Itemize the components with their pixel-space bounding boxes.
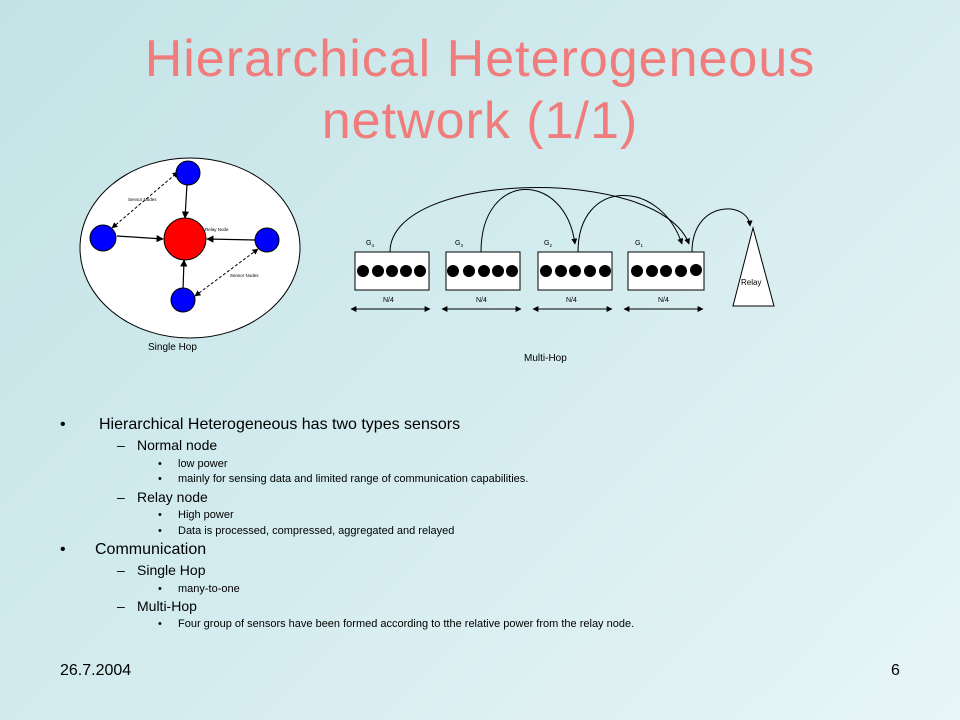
dash-glyph: –	[117, 489, 125, 505]
group-label-g4: G4	[366, 240, 374, 248]
size-label-g2: N/4	[566, 297, 577, 304]
title-line-1: Hierarchical Heterogeneous	[144, 30, 816, 88]
group-box-g2	[537, 251, 613, 291]
relay-node	[163, 217, 207, 261]
bullet-glyph: •	[158, 473, 162, 485]
bullet-glyph: •	[158, 583, 162, 595]
bullet-glyph: •	[60, 541, 66, 558]
item-high-power: High power	[178, 509, 234, 521]
link-bottom	[180, 259, 188, 291]
hop-arc-g2	[577, 195, 684, 253]
slide-title: Hierarchical Heterogeneous network (1/1)	[80, 28, 880, 152]
sensor-node-bottom	[170, 287, 196, 313]
dashed-link-lower	[194, 248, 259, 297]
bullet-glyph: •	[158, 618, 162, 630]
item-sensing-data: mainly for sensing data and limited rang…	[178, 473, 529, 485]
hop-arc-g3	[480, 189, 578, 253]
label-sensor-nodes-2: Sensor Nodes	[230, 273, 259, 278]
bullet-two-types: Hierarchical Heterogeneous has two types…	[99, 416, 461, 433]
hop-arc-g4	[389, 187, 690, 253]
sub-single-hop: Single Hop	[137, 562, 206, 578]
title-line-2: network (1/1)	[321, 92, 639, 150]
size-label-g1: N/4	[658, 297, 669, 304]
single-hop-caption: Single Hop	[148, 342, 197, 353]
page-number: 6	[891, 662, 900, 679]
sub-normal-node: Normal node	[137, 437, 218, 453]
dashed-link-upper	[111, 171, 179, 229]
slide-date: 26.7.2004	[60, 662, 132, 679]
item-four-groups: Four group of sensors have been formed a…	[178, 618, 635, 630]
group-box-g1	[627, 251, 705, 291]
bullet-glyph: •	[158, 458, 162, 470]
dash-glyph: –	[117, 562, 125, 578]
item-low-power: low power	[178, 458, 228, 470]
link-right	[206, 235, 256, 243]
label-sensor-nodes: Sensor Nodes	[128, 197, 157, 202]
group-box-g4	[354, 251, 430, 291]
size-label-g4: N/4	[383, 297, 394, 304]
sub-multi-hop: Multi-Hop	[137, 598, 197, 614]
bullet-communication: Communication	[95, 541, 207, 558]
multi-hop-caption: Multi-Hop	[524, 353, 567, 364]
dash-glyph: –	[117, 437, 125, 453]
group-label-g2: G2	[544, 240, 552, 248]
bullet-glyph: •	[60, 416, 66, 433]
dash-glyph: –	[117, 598, 125, 614]
sensor-node-left	[89, 224, 117, 252]
group-box-g3	[445, 251, 521, 291]
hop-arc-g1	[691, 208, 753, 253]
sub-relay-node: Relay node	[137, 489, 208, 505]
item-many-to-one: many-to-one	[178, 583, 240, 595]
item-data-processed: Data is processed, compressed, aggregate…	[178, 525, 455, 537]
single-hop-diagram: Sensor Nodes Relay Node Sensor Nodes Sin…	[79, 157, 301, 353]
size-label-g3: N/4	[476, 297, 487, 304]
link-left	[116, 234, 164, 243]
group-label-g3: G3	[455, 240, 463, 248]
relay-tower	[732, 226, 775, 307]
multi-hop-diagram: G4 G3 G2 G1 N/4 N/4 N/4 N/4 Relay Multi-…	[350, 187, 775, 364]
bullet-glyph: •	[158, 525, 162, 537]
sensor-node-right	[254, 227, 280, 253]
relay-label: Relay	[741, 278, 761, 287]
link-top	[181, 183, 189, 219]
bullet-glyph: •	[158, 509, 162, 521]
sensor-node-top	[175, 160, 201, 186]
group-label-g1: G1	[635, 240, 643, 248]
label-relay-node: Relay Node	[205, 227, 229, 232]
